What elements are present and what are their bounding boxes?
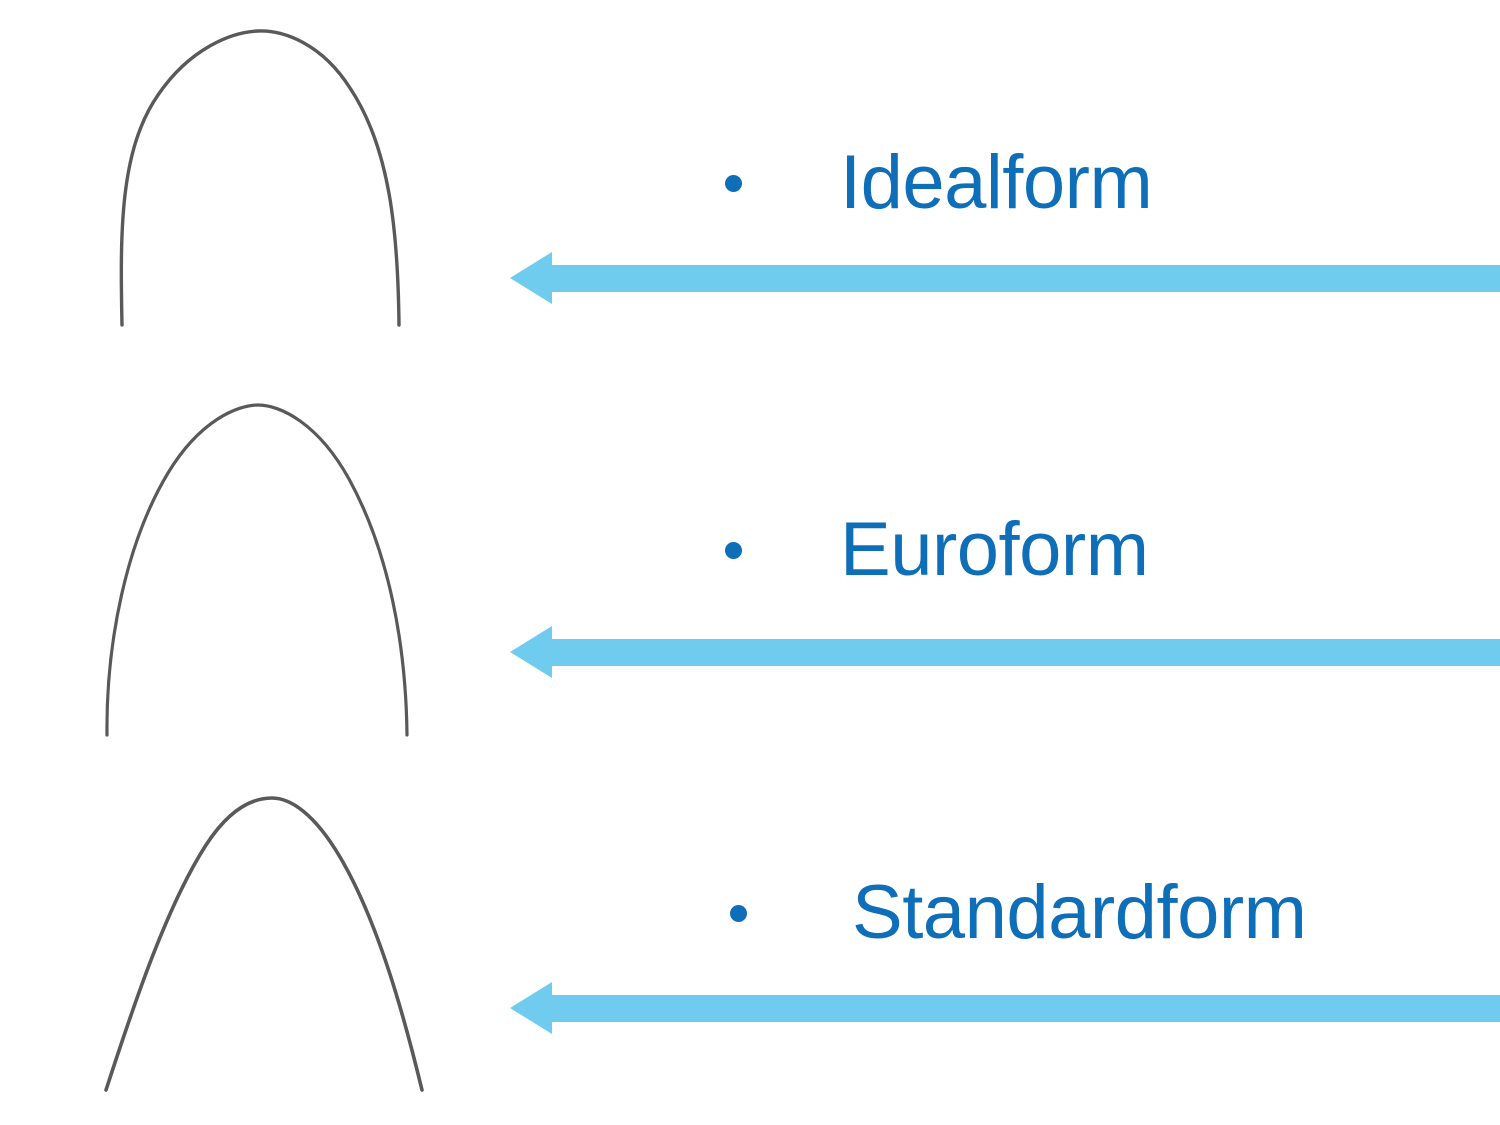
arrow-left-idealform xyxy=(510,250,1500,306)
bullet-row-euroform: Euroform xyxy=(725,512,1149,588)
bullet-label-standardform: Standardform xyxy=(852,870,1307,955)
bullet-dot-icon xyxy=(730,904,747,922)
arrow-left-shape-idealform xyxy=(510,252,1500,304)
arrow-left-standardform xyxy=(510,980,1500,1036)
arrow-left-shape-euroform xyxy=(510,626,1500,678)
arrow-left-shape-standardform xyxy=(510,982,1500,1034)
arch-wire-image-euroform xyxy=(50,375,470,755)
bullet-row-idealform: Idealform xyxy=(725,140,1153,225)
bullet-dot-icon xyxy=(725,541,742,559)
arch-wire-path-euroform xyxy=(105,403,409,737)
bullet-label-idealform: Idealform xyxy=(840,140,1153,225)
bullet-label-euroform: Euroform xyxy=(840,507,1149,592)
bullet-row-standardform: Standardform xyxy=(730,870,1307,955)
arch-wire-image-standardform xyxy=(40,765,480,1115)
bullet-dot-icon xyxy=(725,174,742,192)
arrow-left-euroform xyxy=(510,624,1500,680)
arch-wire-path-standardform xyxy=(104,796,424,1092)
arch-wire-image-idealform xyxy=(60,0,480,350)
arch-wire-path-idealform xyxy=(119,29,401,327)
